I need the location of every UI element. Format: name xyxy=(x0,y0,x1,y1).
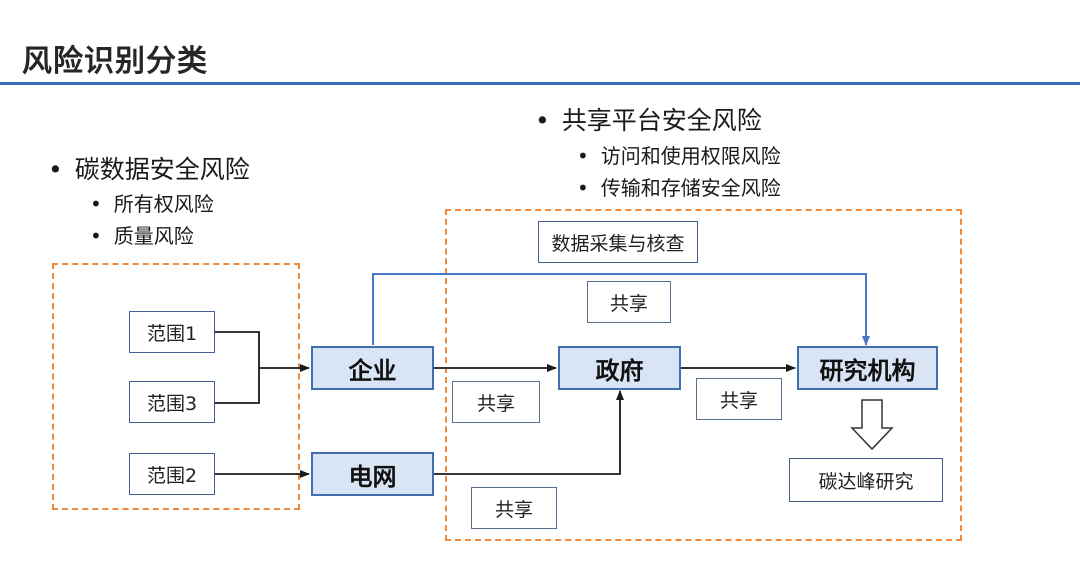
share-label: 共享 xyxy=(494,498,533,521)
entity-label: 企业 xyxy=(348,356,397,385)
sharing-platform-region xyxy=(445,209,962,541)
data-collection-box: 数据采集与核查 xyxy=(538,221,698,263)
scope-label: 范围1 xyxy=(146,322,198,345)
entity-label: 电网 xyxy=(348,462,397,491)
bullet-dot: • xyxy=(577,176,589,200)
data-collection-label: 数据采集与核查 xyxy=(551,232,685,255)
share-label: 共享 xyxy=(476,392,515,415)
bullet-dot: • xyxy=(90,224,102,248)
bullet-quality-risk: • 质量风险 xyxy=(90,220,194,249)
carbon-data-region xyxy=(52,263,300,510)
peak-carbon-research-box: 碳达峰研究 xyxy=(789,458,943,502)
bullet-dot: • xyxy=(535,106,550,135)
scope-3-box: 范围3 xyxy=(129,381,215,423)
bullet-label: 传输和存储安全风险 xyxy=(600,176,781,200)
bullet-label: 碳数据安全风险 xyxy=(74,155,250,184)
scope-2-box: 范围2 xyxy=(129,453,215,495)
page-title: 风险识别分类 xyxy=(22,44,208,79)
share-label: 共享 xyxy=(609,292,648,315)
share-box-enterprise-government: 共享 xyxy=(452,381,540,423)
entity-label: 政府 xyxy=(595,356,644,385)
scope-1-box: 范围1 xyxy=(129,311,215,353)
bullet-ownership-risk: • 所有权风险 xyxy=(90,188,214,217)
scope-label: 范围2 xyxy=(146,464,198,487)
share-box-top: 共享 xyxy=(587,281,671,323)
outcome-label: 碳达峰研究 xyxy=(818,470,914,493)
bullet-dot: • xyxy=(90,192,102,216)
bullet-dot: • xyxy=(48,155,63,184)
bullet-access-risk: • 访问和使用权限风险 xyxy=(577,140,781,169)
title-divider xyxy=(0,82,1080,85)
research-institution-box: 研究机构 xyxy=(797,346,938,390)
bullet-transfer-risk: • 传输和存储安全风险 xyxy=(577,172,781,201)
share-label: 共享 xyxy=(719,389,758,412)
bullet-platform-risk: • 共享平台安全风险 xyxy=(535,101,762,137)
entity-label: 研究机构 xyxy=(819,356,916,385)
bullet-label: 所有权风险 xyxy=(113,192,214,216)
bullet-dot: • xyxy=(577,144,589,168)
bullet-label: 共享平台安全风险 xyxy=(561,106,762,135)
bullet-carbon-data-risk: • 碳数据安全风险 xyxy=(48,150,250,186)
enterprise-box: 企业 xyxy=(311,346,434,390)
scope-label: 范围3 xyxy=(146,392,198,415)
share-box-grid-government: 共享 xyxy=(471,487,557,529)
bullet-label: 访问和使用权限风险 xyxy=(600,144,781,168)
share-box-government-research: 共享 xyxy=(696,378,782,420)
grid-box: 电网 xyxy=(311,452,434,496)
bullet-label: 质量风险 xyxy=(113,224,194,248)
government-box: 政府 xyxy=(558,346,681,390)
